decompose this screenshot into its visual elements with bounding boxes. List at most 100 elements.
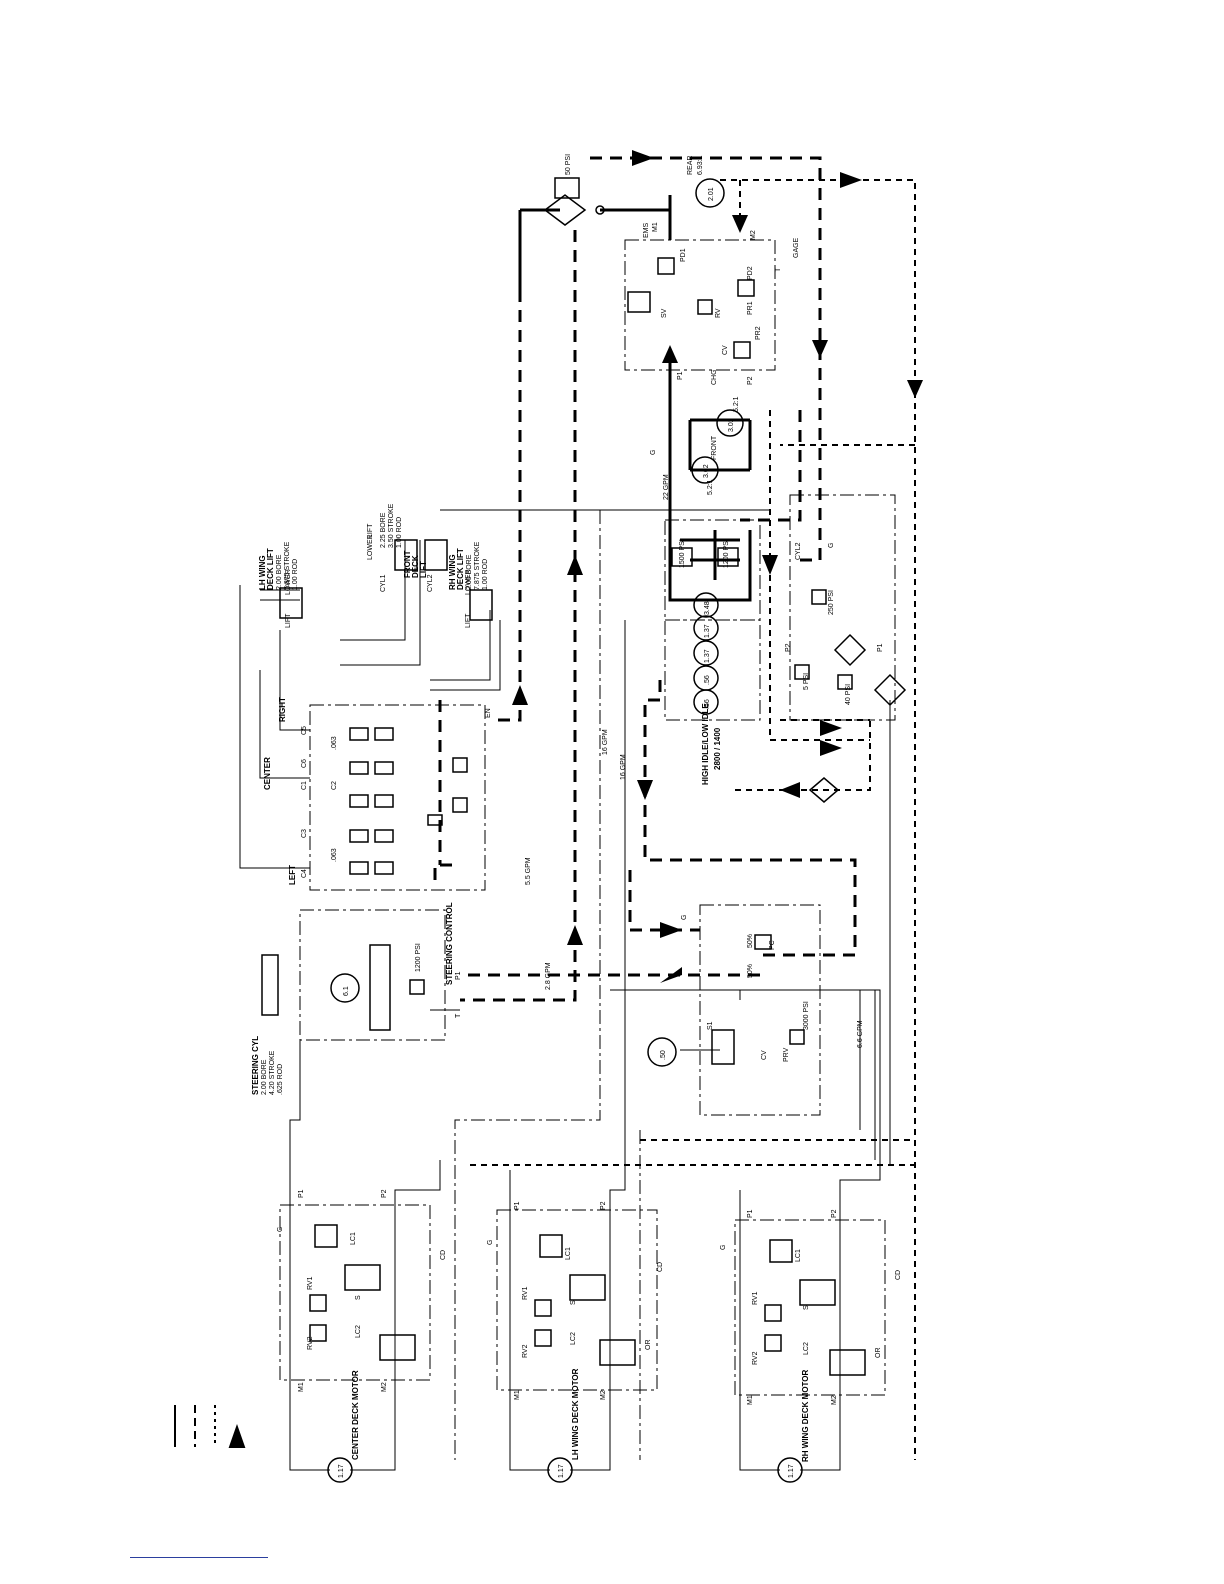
rear-p1-label: P1 <box>677 371 684 380</box>
charge-disp-4: .56 <box>704 675 711 685</box>
valve-en-label: EN <box>485 708 492 718</box>
rh-g-label: G <box>720 1245 727 1250</box>
lh-lift-label: LIFT <box>285 613 292 628</box>
charge-disp-3: 1.37 <box>704 649 711 663</box>
rh-lc2-label: LC2 <box>803 1342 810 1355</box>
lift-valve-block <box>349 727 468 875</box>
steer-p-label: P1 <box>455 971 462 980</box>
cd-p1-label: P1 <box>298 1189 305 1198</box>
pc-label: PC <box>769 940 776 950</box>
manifold-p2-label: P2 <box>785 643 792 652</box>
rh-p1-label: P1 <box>747 1209 754 1218</box>
front-cyl-line-3: LIFT <box>419 561 428 578</box>
rh-wing-line-5: 1.00 ROD <box>482 559 489 590</box>
aux-cv-label: CV <box>761 1050 768 1060</box>
return-lines-dashed <box>433 156 857 1002</box>
cd-cd-label: CD <box>440 1250 447 1260</box>
psi-3000-label: 3000 PSI <box>803 1001 810 1030</box>
rv-label: RV <box>715 308 722 318</box>
steer-relief-label: 1200 PSI <box>415 943 422 972</box>
front-disp-right: 3.02 <box>728 418 735 432</box>
cd-m1-label: M1 <box>298 1382 305 1392</box>
orifice-2-label: .063 <box>331 848 338 862</box>
lh-rv2-label: RV2 <box>522 1344 529 1358</box>
lh-wing-line-5: 1.00 ROD <box>292 559 299 590</box>
thin-circuit-lines <box>239 509 891 1471</box>
center-deck-labels: P1 P2 G LC1 CD RV1 S LC2 RV2 M1 M2 CENTE… <box>277 1189 447 1478</box>
lift-valve-labels: C1 C2 C3 C4 C5 C6 LEFT CENTER RIGHT .063… <box>263 697 627 885</box>
rh-cd-label: CD <box>895 1270 902 1280</box>
front-pump-labels: FRONT 5.2:1 5.2:1 3.02 3.02 G 22 GPM <box>650 396 740 500</box>
lh-wing-line-4: 7.875 STROKE <box>284 541 291 590</box>
front-cyl-line-2: DECK <box>411 555 420 578</box>
front-lower-label: LOWER <box>367 534 374 560</box>
cd-lc1-label: LC1 <box>350 1232 357 1245</box>
lh-or-label: OR <box>645 1340 652 1351</box>
flow-66-label: 6.6 GPM <box>857 1020 864 1048</box>
center-label: CENTER <box>263 757 272 790</box>
charge-filter-manifold <box>794 589 907 803</box>
rh-m2-label: M2 <box>831 1395 838 1405</box>
lh-lower-label: LOWER <box>285 569 292 595</box>
aux-motor-disp: .50 <box>660 1050 667 1060</box>
rh-s-label: S <box>803 1305 810 1310</box>
front-spec-3: 1.00 ROD <box>396 517 403 548</box>
psi-40-label: 40 PSI <box>845 684 852 705</box>
cyl-port-label: CYL2 <box>795 542 802 560</box>
lh-rv1-label: RV1 <box>522 1286 529 1300</box>
aux-circuit-labels: 50% 50% PC G S1 CV PRV 3000 PSI 6.6 GPM … <box>660 915 864 1062</box>
split-2-label: 50% <box>747 934 754 948</box>
rear-m2-label: M2 <box>750 230 757 240</box>
misc-labels: 50 PSI <box>565 154 572 175</box>
psi-50-label: 50 PSI <box>565 154 572 175</box>
rh-lift-label: LIFT <box>465 613 472 628</box>
rh-lower-label: LOWER <box>465 569 472 595</box>
rh-or-label: OR <box>875 1348 882 1359</box>
port-c6-label: C6 <box>301 759 308 768</box>
cv-label: CV <box>722 345 729 355</box>
pd2-label: PD2 <box>747 266 754 280</box>
relief-1200-label: 1200 PSI <box>723 539 730 568</box>
rear-m1-label: M1 <box>652 222 659 232</box>
relief-1500-label: 1500 PSI <box>679 539 686 568</box>
cd-g-label: G <box>277 1227 284 1232</box>
lh-deck-motor-disp: 1.17 <box>558 1464 565 1478</box>
steering-control-label: STEERING CONTROL <box>445 902 454 985</box>
charge-disp-1: 3.48 <box>704 601 711 615</box>
rh-deck-manifold <box>764 1239 866 1483</box>
lh-cd-label: CD <box>657 1262 664 1272</box>
rear-ems-label: EMS <box>643 223 650 239</box>
front-g-label: G <box>650 450 657 455</box>
front-pump-symbol <box>543 177 744 484</box>
front-lift-label: LIFT <box>367 523 374 538</box>
lh-wing-line-3: 2.00 BORE <box>276 554 283 590</box>
flow-arrows <box>512 150 923 983</box>
charge-disp-2: 1.37 <box>704 624 711 638</box>
pr2-label: PR2 <box>755 326 762 340</box>
psi-250-label: 250 PSI <box>828 590 835 615</box>
steering-cyl-line-3: 4.20 STROKE <box>269 1050 276 1095</box>
prv-label: PRV <box>783 1047 790 1062</box>
rh-deck-labels: P1 P2 G LC1 CD RV1 S LC2 RV2 OR M1 M2 RH… <box>720 1209 902 1478</box>
lh-lc2-label: LC2 <box>570 1332 577 1345</box>
line-legend <box>174 1405 246 1448</box>
front-spec-1: 2.25 BORE <box>380 512 387 548</box>
front-cyl-line-1: FRONT <box>403 550 412 578</box>
steering-unit <box>261 944 425 1031</box>
manifold-g-label: G <box>828 543 835 548</box>
lh-m2-label: M2 <box>600 1390 607 1400</box>
right-label: RIGHT <box>278 697 287 722</box>
front-spec-2: 3.50 STROKE <box>388 503 395 548</box>
manifold-p1-label: P1 <box>877 643 884 652</box>
flow-22-label: 22 GPM <box>663 474 670 500</box>
rh-deck-motor-disp: 1.17 <box>788 1464 795 1478</box>
pr1-label: PR1 <box>747 301 754 315</box>
cylinder-labels: LH WING DECK LIFT 2.00 BORE 7.875 STROKE… <box>251 503 489 1095</box>
idle-label: HIGH IDLE/LOW IDLE <box>701 703 710 785</box>
aux-circuit-block <box>647 934 805 1067</box>
steer-t-label: T <box>455 1013 462 1018</box>
lh-deck-motor-label: LH WING DECK MOTOR <box>571 1368 580 1460</box>
flow-16a-label: 16 GPM <box>602 729 609 755</box>
port-c2-label: C2 <box>331 781 338 790</box>
